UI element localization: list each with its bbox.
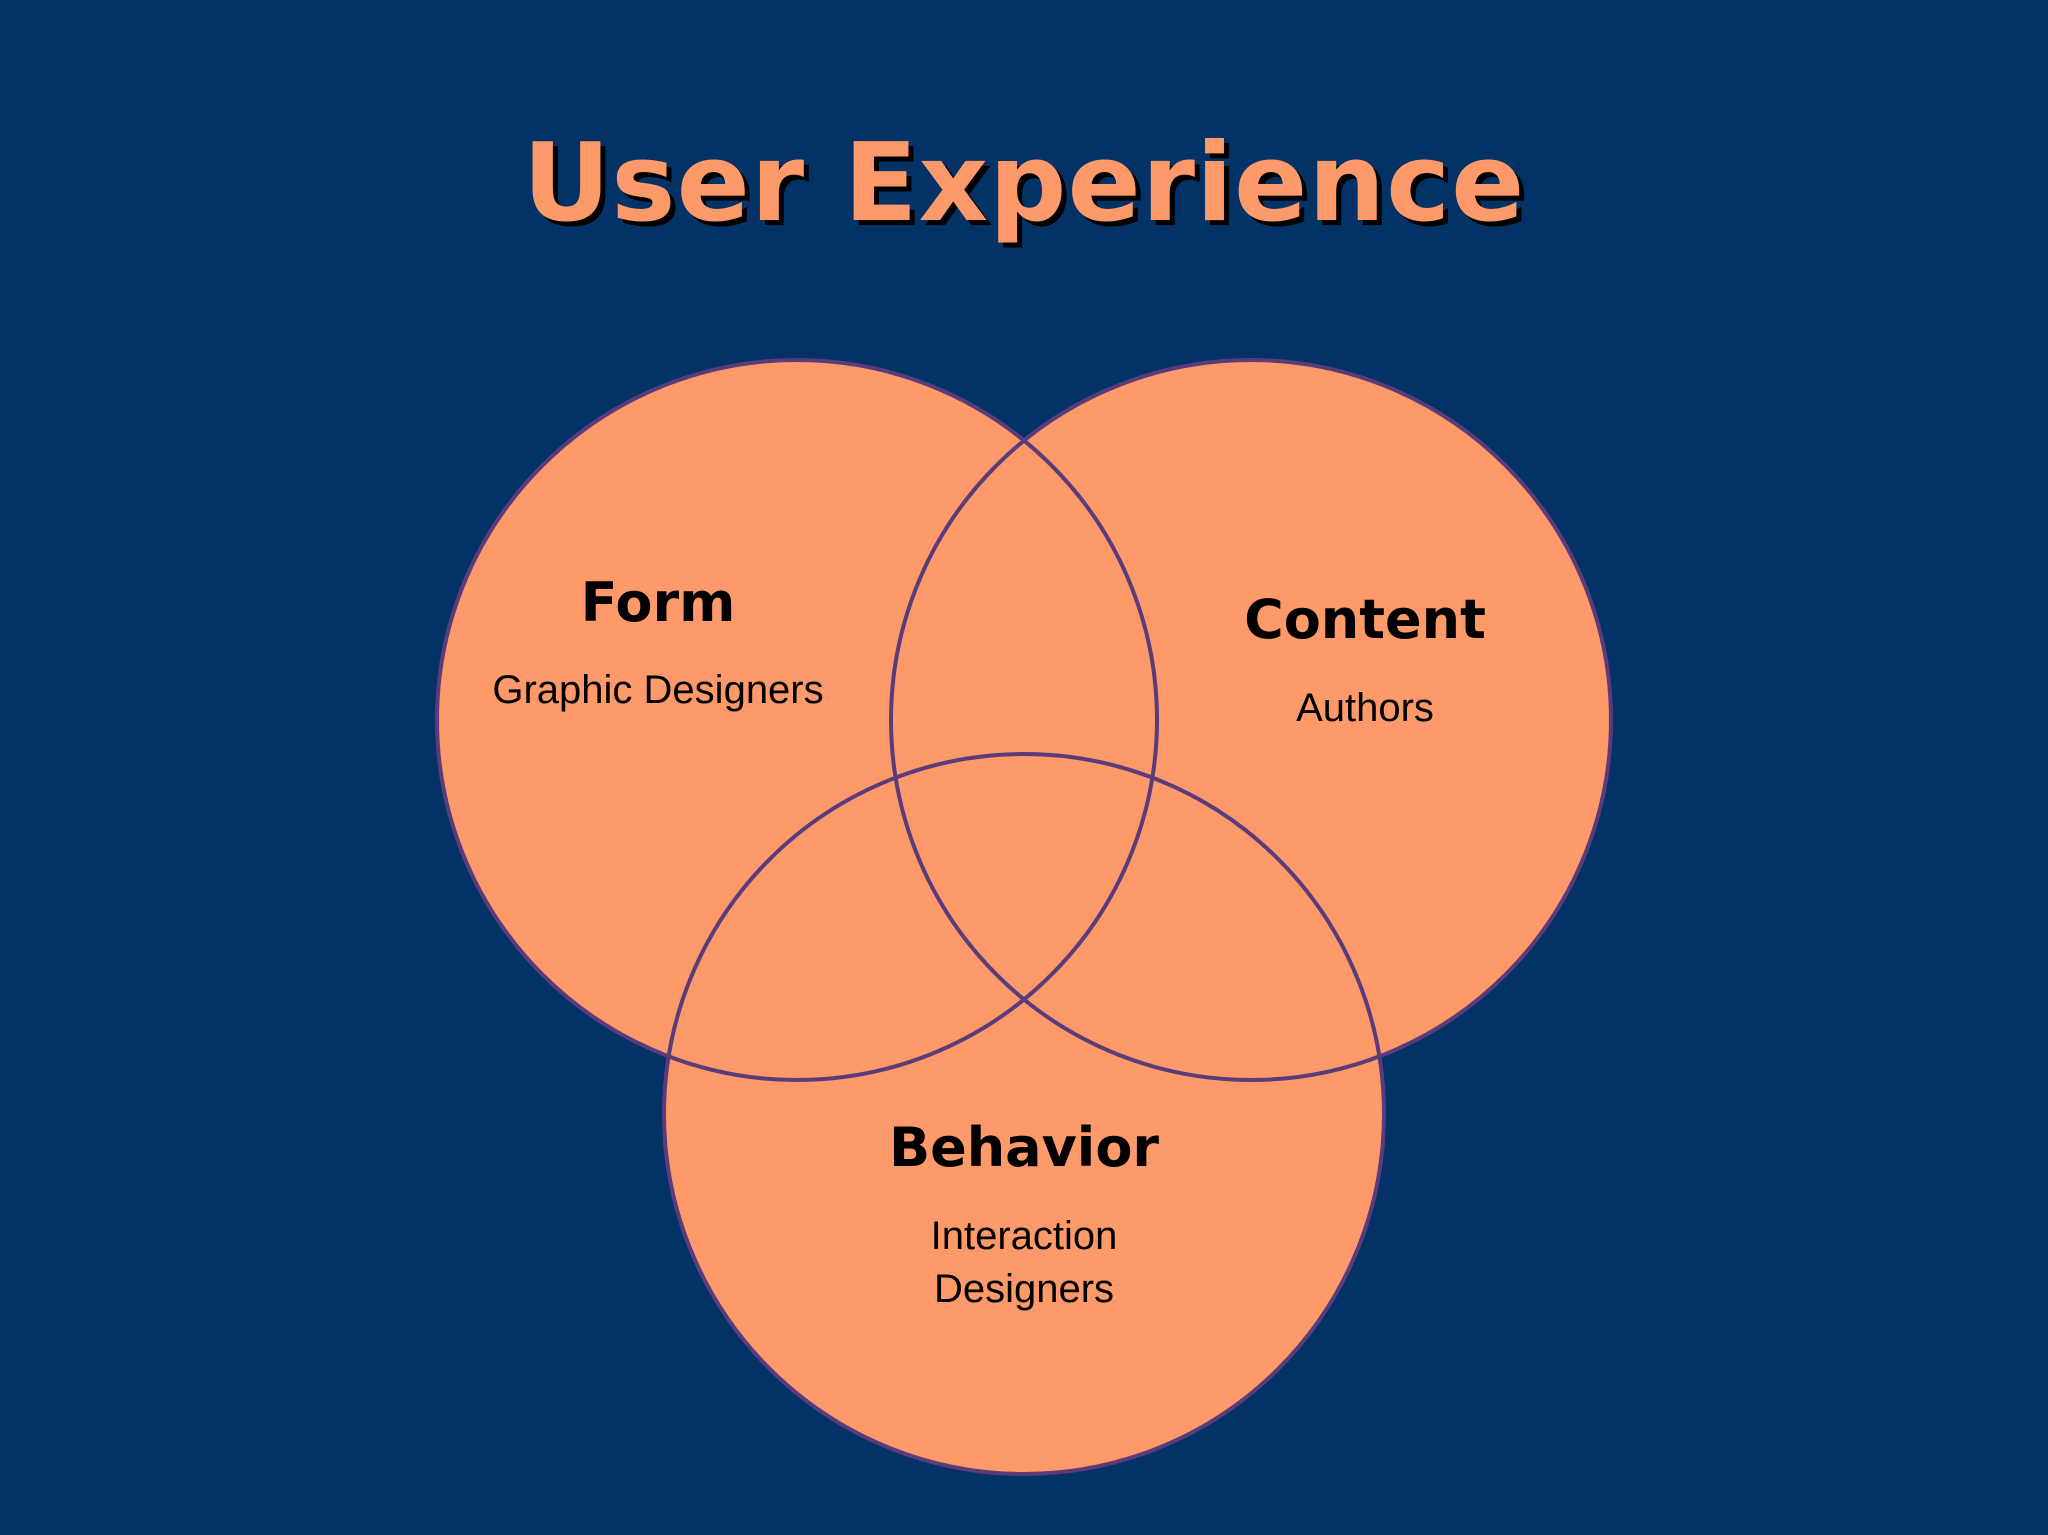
- content-role: Authors: [1296, 686, 1434, 730]
- form-circle-outline: [435, 358, 1159, 1082]
- behavior-role-line-2: Designers: [934, 1267, 1114, 1311]
- slide-title: User Experience: [522, 121, 1526, 246]
- behavior-label: Behavior: [889, 1116, 1159, 1179]
- behavior-circle: [664, 754, 1384, 1474]
- content-label: Content: [1244, 588, 1486, 651]
- behavior-role-line-1: Interaction: [931, 1214, 1118, 1258]
- form-label: Form: [581, 571, 736, 634]
- behavior-circle-outline: [662, 752, 1386, 1476]
- content-circle-outline: [889, 358, 1613, 1082]
- form-role: Graphic Designers: [492, 668, 823, 712]
